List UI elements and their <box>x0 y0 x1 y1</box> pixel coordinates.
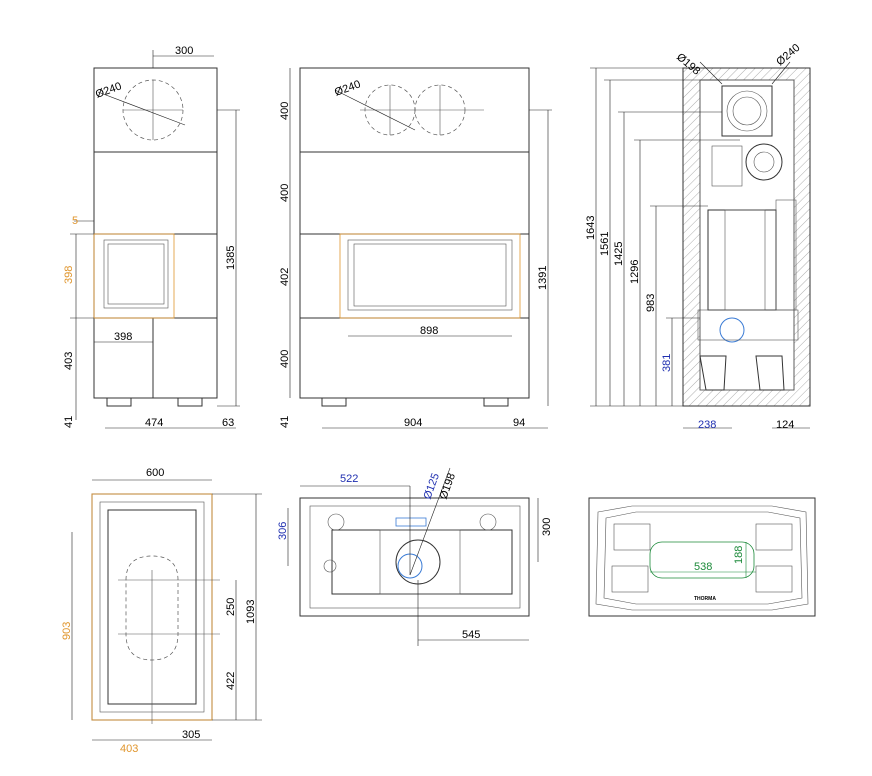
dim-400-c: 400 <box>279 350 291 368</box>
dim-422: 422 <box>225 672 237 690</box>
dim-903: 903 <box>61 622 73 640</box>
plan-view: 600 903 250 1093 422 403 305 <box>61 467 262 755</box>
dim-381: 381 <box>661 354 673 372</box>
section-view: Ø198 Ø240 1643 1561 1425 1296 983 381 23… <box>585 42 811 431</box>
dim-904: 904 <box>404 417 422 429</box>
dim-250: 250 <box>225 598 237 616</box>
dim-41-front: 41 <box>279 416 291 428</box>
dim-398-vertical: 398 <box>63 266 75 284</box>
dim-300-top: 300 <box>175 45 193 57</box>
dim-306: 306 <box>277 522 289 540</box>
dim-1385: 1385 <box>225 246 237 270</box>
dim-63: 63 <box>222 417 234 429</box>
dim-403: 403 <box>63 352 75 370</box>
dim-phi240-left: Ø240 <box>94 80 123 100</box>
dim-983: 983 <box>645 294 657 312</box>
brand-mark: THORMA <box>694 596 716 602</box>
dim-1391: 1391 <box>537 266 549 290</box>
dim-188: 188 <box>733 546 745 564</box>
dim-538: 538 <box>694 561 712 573</box>
dim-5: 5 <box>72 215 78 227</box>
dim-1296: 1296 <box>629 260 641 284</box>
dim-402: 402 <box>279 268 291 286</box>
dim-403-plan: 403 <box>120 743 138 755</box>
base-view: 538 188 THORMA <box>588 497 816 617</box>
dim-305: 305 <box>182 729 200 741</box>
dim-398-horizontal: 398 <box>114 331 132 343</box>
side-elevation-view: 300 Ø240 5 398 1385 398 403 41 474 63 <box>63 45 240 429</box>
dim-1425: 1425 <box>613 242 625 266</box>
dim-phi240-front: Ø240 <box>333 78 362 98</box>
dim-400-a: 400 <box>279 102 291 120</box>
dim-545: 545 <box>462 629 480 641</box>
dim-41-left: 41 <box>63 416 75 428</box>
dim-400-b: 400 <box>279 184 291 202</box>
dim-94: 94 <box>513 417 525 429</box>
dim-600: 600 <box>146 467 164 479</box>
dim-474: 474 <box>145 417 163 429</box>
dim-1643: 1643 <box>585 216 597 240</box>
top-view: 522 Ø125 Ø198 306 300 545 <box>277 467 553 646</box>
front-elevation-view: Ø240 400 400 402 400 1391 898 41 904 94 <box>279 67 552 429</box>
dim-300-top-view: 300 <box>541 518 553 536</box>
dim-238: 238 <box>698 419 716 431</box>
dim-1561: 1561 <box>599 232 611 256</box>
dim-898: 898 <box>420 325 438 337</box>
dim-1093: 1093 <box>245 600 257 624</box>
dim-124: 124 <box>776 419 794 431</box>
dim-522: 522 <box>340 473 358 485</box>
